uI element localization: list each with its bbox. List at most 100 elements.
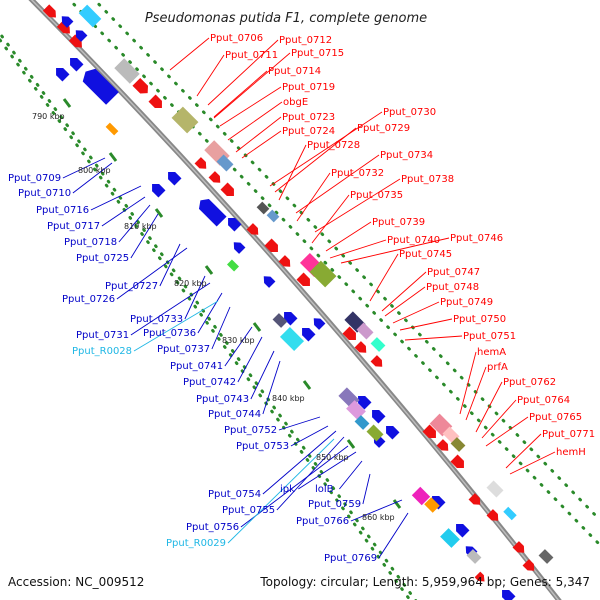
reverse-gene-label: Pput_0716	[36, 205, 89, 216]
forward-gene-label: Pput_0719	[282, 82, 335, 93]
forward-gene-label: hemA	[477, 347, 506, 358]
operon-block	[266, 209, 280, 223]
forward-gene-label: hemH	[556, 447, 586, 458]
reverse-gene-label: Pput_0733	[130, 314, 183, 325]
forward-gene-arrow	[194, 157, 207, 169]
forward-leader-line	[459, 351, 477, 415]
reverse-gene-label: Pput_0755	[222, 505, 275, 516]
reverse-gene-arrow	[302, 328, 316, 342]
forward-gene-label: Pput_0729	[357, 123, 410, 134]
leader-layer	[62, 37, 556, 559]
reverse-leader-line	[378, 512, 409, 559]
scale-tick-label: 850 kbp	[316, 453, 349, 462]
reverse-leader-line	[116, 247, 188, 300]
reverse-leader-line	[350, 499, 403, 522]
reverse-gene-arrow	[61, 16, 74, 28]
operon-block	[216, 154, 234, 172]
forward-leader-line	[404, 335, 463, 341]
forward-leader-line	[481, 399, 517, 439]
forward-gene-arrow	[468, 493, 481, 505]
forward-leader-line	[381, 271, 427, 312]
reverse-gene-arrow	[152, 184, 166, 198]
reverse-gene-arrow	[456, 524, 470, 538]
forward-leader-line	[392, 301, 440, 324]
topology-text: Topology: circular; Length: 5,959,964 bp…	[259, 575, 590, 589]
forward-gene-label: Pput_0762	[503, 377, 556, 388]
forward-leader-line	[269, 111, 383, 187]
operon-block	[279, 326, 305, 352]
forward-gene-arrow	[246, 223, 259, 235]
operon-block	[171, 106, 199, 134]
forward-leader-line	[340, 237, 450, 264]
operon-block	[440, 528, 460, 548]
forward-leader-line	[241, 130, 282, 159]
reverse-leader-line	[339, 460, 363, 490]
reverse-gene-arrow	[284, 312, 298, 326]
map-title: Pseudomonas putida F1, complete genome	[145, 11, 427, 26]
forward-gene-arrow	[450, 454, 464, 468]
forward-gene-arrow	[264, 238, 278, 252]
operon-block	[486, 480, 504, 498]
reverse-leader-line	[101, 196, 146, 227]
forward-gene-label: Pput_0728	[307, 140, 360, 151]
reverse-leader-line	[276, 436, 345, 511]
reverse-leader-line	[224, 326, 253, 367]
forward-leader-line	[227, 101, 283, 141]
forward-gene-arrow	[42, 4, 56, 18]
forward-gene-label: Pput_0771	[542, 429, 595, 440]
scale-tick	[346, 439, 356, 449]
scale-tick	[62, 98, 72, 108]
forward-gene-arrow	[342, 326, 356, 340]
forward-gene-label: Pput_0748	[426, 282, 479, 293]
scale-tick-label: 840 kbp	[272, 394, 305, 403]
reverse-gene-label: Pput_0717	[47, 221, 100, 232]
operon-block	[78, 4, 102, 28]
forward-leader-line	[329, 239, 387, 259]
reverse-leader-line	[130, 213, 159, 259]
forward-gene-label: Pput_0735	[350, 190, 403, 201]
forward-gene-label: Pput_0711	[225, 50, 278, 61]
reverse-gene-arrow	[82, 68, 119, 105]
accession-text: Accession: NC_009512	[8, 575, 144, 589]
forward-gene-label: Pput_0712	[279, 35, 332, 46]
reverse-gene-label: Pput_0752	[224, 425, 277, 436]
reverse-leader-line	[184, 275, 206, 320]
reverse-leader-line	[211, 306, 231, 350]
forward-gene-label: Pput_0724	[282, 126, 335, 137]
reverse-gene-label: Pput_0756	[186, 522, 239, 533]
forward-gene-label: Pput_0764	[517, 395, 570, 406]
forward-gene-label: Pput_0751	[463, 331, 516, 342]
forward-gene-label: Pput_0740	[387, 235, 440, 246]
reverse-gene-label: Pput_0737	[157, 344, 210, 355]
forward-gene-arrow	[422, 424, 436, 438]
reverse-gene-label: Pput_0754	[208, 489, 261, 500]
reverse-gene-arrow	[228, 218, 242, 232]
forward-gene-arrow	[220, 182, 234, 196]
operon-block	[114, 58, 140, 84]
forward-gene-arrow	[56, 20, 70, 34]
operon-block	[538, 549, 554, 564]
forward-gene-arrow	[296, 272, 310, 286]
forward-leader-line	[219, 86, 282, 127]
reverse-gene-label: ipk	[280, 484, 295, 495]
reverse-gene-label: Pput_0709	[8, 173, 61, 184]
rna-leader-line	[227, 438, 335, 544]
feature-layer	[42, 4, 554, 600]
reverse-gene-label: Pput_0743	[196, 394, 249, 405]
forward-gene-arrow	[474, 571, 485, 582]
scale-tick	[108, 152, 118, 162]
reverse-gene-label: Pput_0710	[18, 188, 71, 199]
scale-tick-label: 820 kbp	[174, 279, 207, 288]
forward-gene-label: Pput_0715	[291, 48, 344, 59]
forward-gene-label: Pput_0732	[331, 168, 384, 179]
forward-leader-line	[213, 70, 268, 118]
scale-tick	[302, 380, 312, 390]
scale-tick	[392, 499, 402, 509]
operon-block	[424, 497, 440, 513]
reverse-gene-label: Pput_0727	[105, 281, 158, 292]
forward-leader-line	[485, 416, 529, 447]
forward-gene-label: Pput_0739	[372, 217, 425, 228]
forward-gene-label: Pput_0706	[210, 33, 263, 44]
reverse-leader-line	[290, 425, 329, 447]
forward-leader-line	[325, 221, 372, 252]
